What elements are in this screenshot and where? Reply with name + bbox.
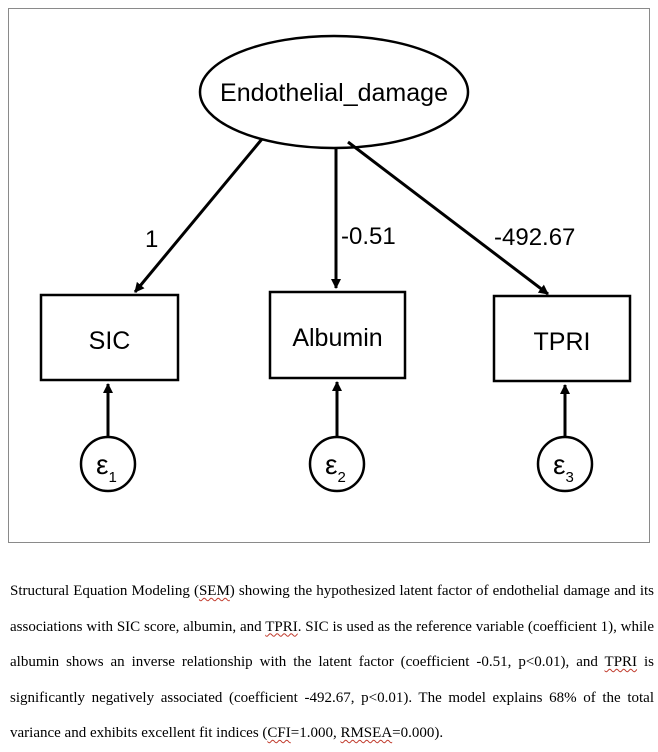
indicator-box-tpri bbox=[492, 294, 632, 383]
caption-text-segment: ) showing the hypothesized latent factor… bbox=[10, 583, 654, 635]
latent-label: Endothelial_damage bbox=[220, 79, 448, 107]
error-node-tpri bbox=[536, 435, 594, 493]
loading-sic: 1 bbox=[145, 226, 158, 253]
figure-frame bbox=[8, 8, 650, 543]
indicator-label-sic: SIC bbox=[89, 327, 131, 355]
path-latent-to-tpri bbox=[347, 140, 549, 296]
error-label-tpri: ε3 bbox=[553, 449, 574, 486]
caption-flagged-term: TPRI bbox=[265, 618, 298, 635]
indicator-box-sic bbox=[39, 293, 180, 382]
indicator-label-tpri: TPRI bbox=[534, 328, 591, 356]
caption-text-segment: Structural Equation Modeling ( bbox=[10, 583, 199, 599]
error-node-sic bbox=[79, 435, 137, 493]
indicator-label-albumin: Albumin bbox=[292, 324, 382, 352]
caption-flagged-term: CFI bbox=[267, 725, 291, 741]
caption-text-segment: =1.000, bbox=[290, 725, 341, 741]
caption-flagged-term: SEM bbox=[198, 583, 230, 599]
latent-node bbox=[198, 34, 470, 150]
error-label-sic: ε1 bbox=[96, 449, 117, 486]
caption-flagged-term: TPRI bbox=[604, 654, 638, 670]
caption-text-segment: =0.000). bbox=[392, 725, 444, 741]
loading-tpri: -492.67 bbox=[494, 224, 575, 251]
caption-text-segment: is significantly negatively associated (… bbox=[10, 654, 654, 741]
caption-flagged-term: RMSEA bbox=[340, 725, 393, 741]
sem-diagram: Endothelial_damage 1 -0.51 -492.67 SIC A… bbox=[39, 34, 632, 493]
path-latent-to-sic bbox=[133, 138, 264, 293]
loading-albumin: -0.51 bbox=[341, 223, 396, 250]
indicator-box-albumin bbox=[268, 290, 407, 380]
error-node-albumin bbox=[308, 435, 366, 493]
caption-text-segment: . SIC is used as the reference variable … bbox=[10, 618, 654, 671]
figure-caption: Structural Equation Modeling (SEM) showi… bbox=[10, 574, 654, 752]
error-label-albumin: ε2 bbox=[325, 449, 346, 486]
